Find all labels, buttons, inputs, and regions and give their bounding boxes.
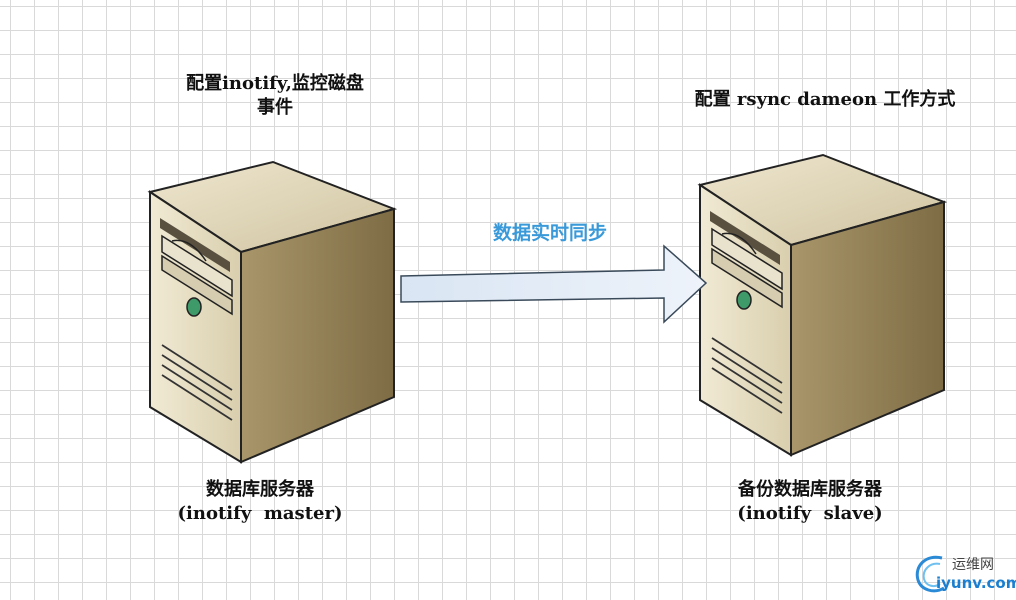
master-config-line1: 配置inotify,监控磁盘 bbox=[186, 73, 364, 94]
slave-server-icon bbox=[699, 154, 945, 456]
watermark-bottom-text: iyunv.com bbox=[936, 574, 1016, 592]
sync-label: 数据实时同步 bbox=[492, 222, 607, 244]
slave-server-name: 备份数据库服务器 (inotify slave) bbox=[660, 478, 960, 526]
master-server-icon bbox=[149, 161, 395, 463]
slave-config-text: 配置 rsync dameon 工作方式 bbox=[694, 89, 956, 110]
slave-config-label: 配置 rsync dameon 工作方式 bbox=[660, 88, 990, 112]
master-name-line1: 数据库服务器 bbox=[206, 479, 314, 500]
sync-arrow bbox=[400, 244, 708, 324]
master-server-name: 数据库服务器 (inotify master) bbox=[120, 478, 400, 526]
master-config-label: 配置inotify,监控磁盘 事件 bbox=[150, 72, 400, 120]
watermark-logo: 运维网 iyunv.com bbox=[912, 552, 1016, 596]
master-name-line2: (inotify master) bbox=[177, 503, 343, 524]
watermark-swirl-icon bbox=[915, 555, 945, 593]
slave-name-line1: 备份数据库服务器 bbox=[738, 479, 882, 500]
slave-name-line2: (inotify slave) bbox=[737, 503, 883, 524]
master-config-line2: 事件 bbox=[257, 97, 293, 118]
watermark-top-text: 运维网 bbox=[952, 557, 994, 573]
